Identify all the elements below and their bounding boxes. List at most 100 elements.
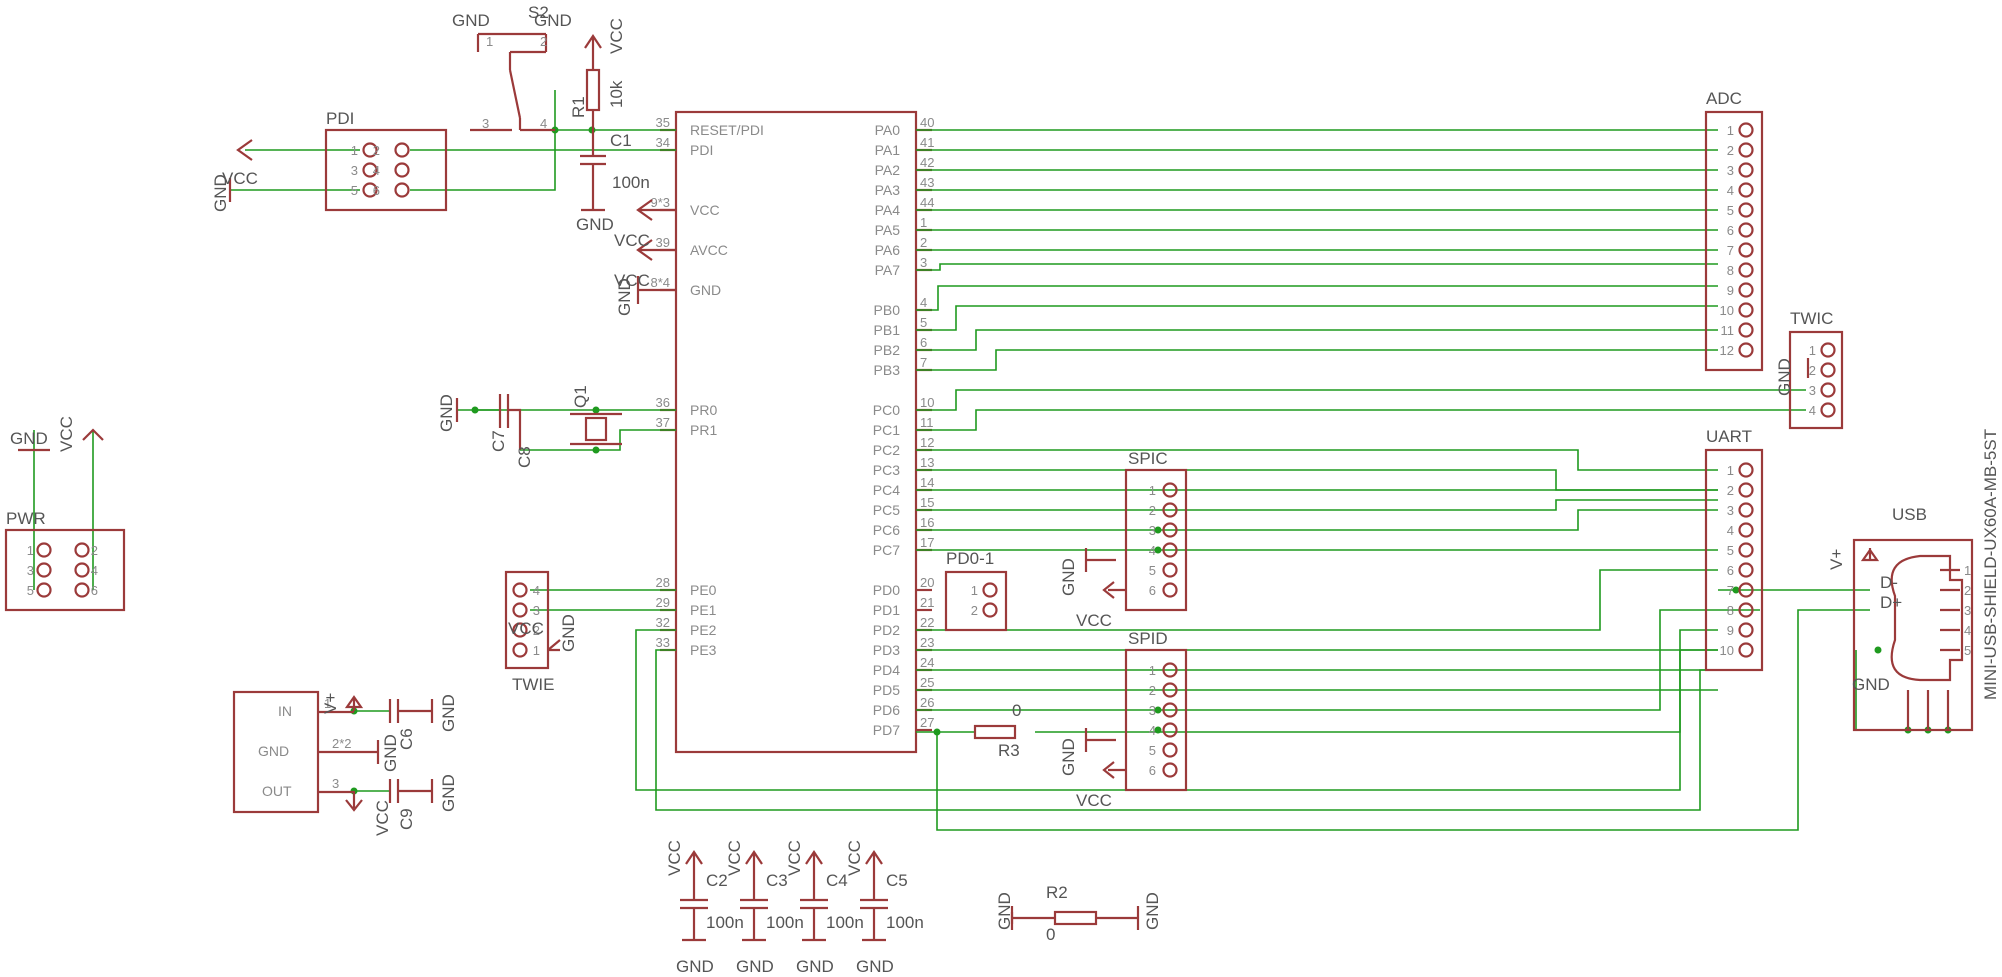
usb-pin-label: D-	[1880, 573, 1898, 592]
net-pdi-reset	[410, 130, 556, 191]
net-pb2	[916, 329, 1718, 351]
uart-pin-number: 3	[1727, 503, 1734, 518]
spid-pin-pad	[1162, 762, 1178, 778]
mcu-pin-number: 23	[920, 635, 934, 650]
pwr-supply-symbols: GND VCC	[10, 416, 104, 452]
crystal-q1: Q1	[570, 385, 622, 446]
uart-pin-pad	[1738, 562, 1754, 578]
regulator-vplus-label: V+	[321, 693, 340, 714]
adc-pin-pad	[1738, 262, 1754, 278]
r1-leads	[584, 34, 602, 130]
mcu-pin-name: PB1	[874, 322, 901, 338]
c3-symbol	[740, 850, 768, 942]
adc-pin-number: 8	[1727, 263, 1734, 278]
uart-pin-pad	[1738, 642, 1754, 658]
mcu-pin-name: PD3	[873, 642, 900, 658]
spid-pin-pad	[1162, 702, 1178, 718]
spid-pin-number: 3	[1149, 703, 1156, 718]
adc-pin-pad	[1738, 162, 1754, 178]
spic-pin-pad	[1162, 542, 1178, 558]
s2-pin: 4	[540, 116, 547, 131]
twie-pin-number: 4	[533, 583, 540, 598]
mcu-pin-number: 43	[920, 175, 934, 190]
net-pc3	[916, 469, 1718, 491]
uart-pin-number: 7	[1727, 583, 1734, 598]
net-pd2	[916, 569, 1718, 631]
mcu-pin-name: PC6	[873, 522, 900, 538]
pdi-pin-pad	[394, 182, 410, 198]
twie-pin-number: 2	[533, 623, 540, 638]
uart-pin-pad	[1738, 602, 1754, 618]
mcu-pin-name: PDI	[690, 142, 713, 158]
usb-pin-labels: D- D+ V+	[1827, 549, 1902, 612]
net-pd6	[916, 609, 1718, 711]
mcu-pin-name: PC1	[873, 422, 900, 438]
spid-body	[1124, 648, 1188, 792]
adc-pin-number: 9	[1727, 283, 1734, 298]
mcu-pin-name: PD5	[873, 682, 900, 698]
vcc-label: VCC	[1076, 791, 1112, 810]
nets	[33, 90, 1948, 831]
vcc-label: VCC	[725, 840, 744, 876]
mcu-pin-number: 25	[920, 675, 934, 690]
mcu-pin-number: 22	[920, 615, 934, 630]
spic-pin-number: 2	[1149, 503, 1156, 518]
gnd-label: GND	[615, 278, 634, 316]
usb-body	[1852, 538, 1974, 732]
s2-contacts	[470, 32, 555, 132]
c8-label: C8	[515, 446, 534, 468]
twic-pin-number: 1	[1809, 343, 1816, 358]
pdi-pin-number: 2	[373, 143, 380, 158]
mcu-pin-name: PC2	[873, 442, 900, 458]
uart-pin-pad	[1738, 462, 1754, 478]
pwr-label: PWR	[6, 509, 46, 528]
mcu-pin-name: PA5	[875, 222, 901, 238]
spid-pin-pad	[1162, 722, 1178, 738]
pwr-pin-number: 4	[91, 563, 98, 578]
c9-plates	[388, 779, 400, 803]
twie-pin-pad	[512, 642, 528, 658]
twie-pin-number: 3	[533, 603, 540, 618]
gnd-label: GND	[576, 215, 614, 234]
spid-pin-number: 1	[1149, 663, 1156, 678]
uart-label: UART	[1706, 427, 1752, 446]
mcu-pin-number: 28	[656, 575, 670, 590]
adc-pin-pad	[1738, 242, 1754, 258]
pwr-pin-number: 5	[27, 583, 34, 598]
gnd-label: GND	[10, 429, 48, 448]
adc-pin-pad	[1738, 182, 1754, 198]
usb-vplus-label: V+	[1827, 549, 1846, 570]
c6-plates	[388, 699, 400, 723]
usb-pin-number: 1	[1964, 563, 1971, 578]
regulator-pin-num: 3	[332, 776, 339, 791]
r2-label: R2	[1046, 883, 1068, 902]
mcu-pin-number: 4	[920, 295, 927, 310]
mcu-pin-number: 9*3	[650, 195, 670, 210]
c4-symbol	[800, 850, 828, 942]
capacitor-c9: C9 GND	[388, 774, 458, 830]
mcu-pin-name: PA1	[875, 142, 901, 158]
mcu-pin-number: 20	[920, 575, 934, 590]
junction	[1874, 646, 1882, 654]
net-pd7-usb	[936, 609, 1870, 831]
twie-body	[504, 570, 550, 670]
mcu-pin-number: 13	[920, 455, 934, 470]
pd01-pins: 12	[971, 582, 998, 618]
twie-pin-pad	[512, 622, 528, 638]
mcu-right-pins: 40PA041PA142PA243PA344PA41PA52PA63PA74PB…	[873, 115, 935, 738]
regulator-pin-gnd: GND	[258, 743, 289, 759]
mcu-pin-number: 12	[920, 435, 934, 450]
junction	[471, 406, 479, 414]
junction	[1154, 726, 1162, 734]
twic-pin-number: 3	[1809, 383, 1816, 398]
pwr-body	[4, 528, 126, 612]
net-pc1	[916, 409, 1806, 431]
mcu-pin-name: PD1	[873, 602, 900, 618]
adc-pin-number: 4	[1727, 183, 1734, 198]
mcu-pin-name: PB2	[874, 342, 901, 358]
spic-gnd-arrow	[1084, 548, 1126, 599]
uart-pin-pad	[1738, 542, 1754, 558]
mcu-pin-number: 14	[920, 475, 934, 490]
